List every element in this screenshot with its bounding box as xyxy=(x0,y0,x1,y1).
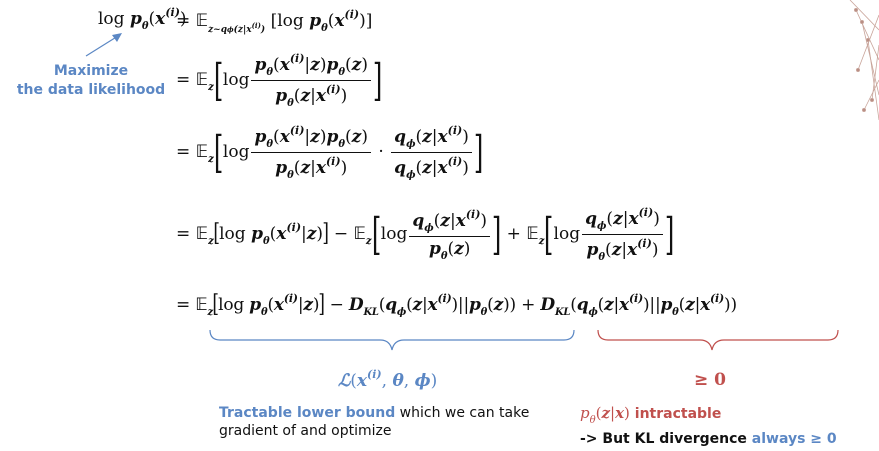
kl-brace xyxy=(597,329,839,351)
intractable-caption: pθ(z|x) intractable -> But KL divergence… xyxy=(580,404,837,447)
kl-prefix: -> But KL divergence xyxy=(580,431,752,447)
kl-nonneg-label: ≥ 0 xyxy=(694,370,726,390)
lower-bound-line2: gradient of and optimize xyxy=(219,423,392,439)
maximize-line2: the data likelihood xyxy=(16,82,166,98)
eq-line-1-lhs: log pθ(x(i)) xyxy=(98,6,187,32)
annotation-arrow xyxy=(85,33,122,57)
maximize-line1: Maximize xyxy=(53,63,129,79)
eq-line-1-rhs: = 𝔼z~qϕ(z|x(i)) [log pθ(x(i))] xyxy=(176,8,373,35)
lower-bound-highlight: Tractable lower bound xyxy=(219,405,396,421)
network-decoration xyxy=(849,0,879,121)
elbo-brace xyxy=(209,329,575,351)
eq-line-5: = 𝔼z[log pθ(x(i)|z)] − DKL(qϕ(z|x(i))||p… xyxy=(176,290,737,318)
kl-always: always xyxy=(751,431,806,447)
elbo-label: ℒ(x(i), θ, ϕ) xyxy=(338,368,438,391)
maximize-note: Maximize the data likelihood xyxy=(6,62,176,100)
lower-bound-rest: which we can take xyxy=(395,405,530,421)
intractable-suffix: intractable xyxy=(629,406,722,422)
lower-bound-caption: Tractable lower bound which we can take … xyxy=(219,404,529,440)
